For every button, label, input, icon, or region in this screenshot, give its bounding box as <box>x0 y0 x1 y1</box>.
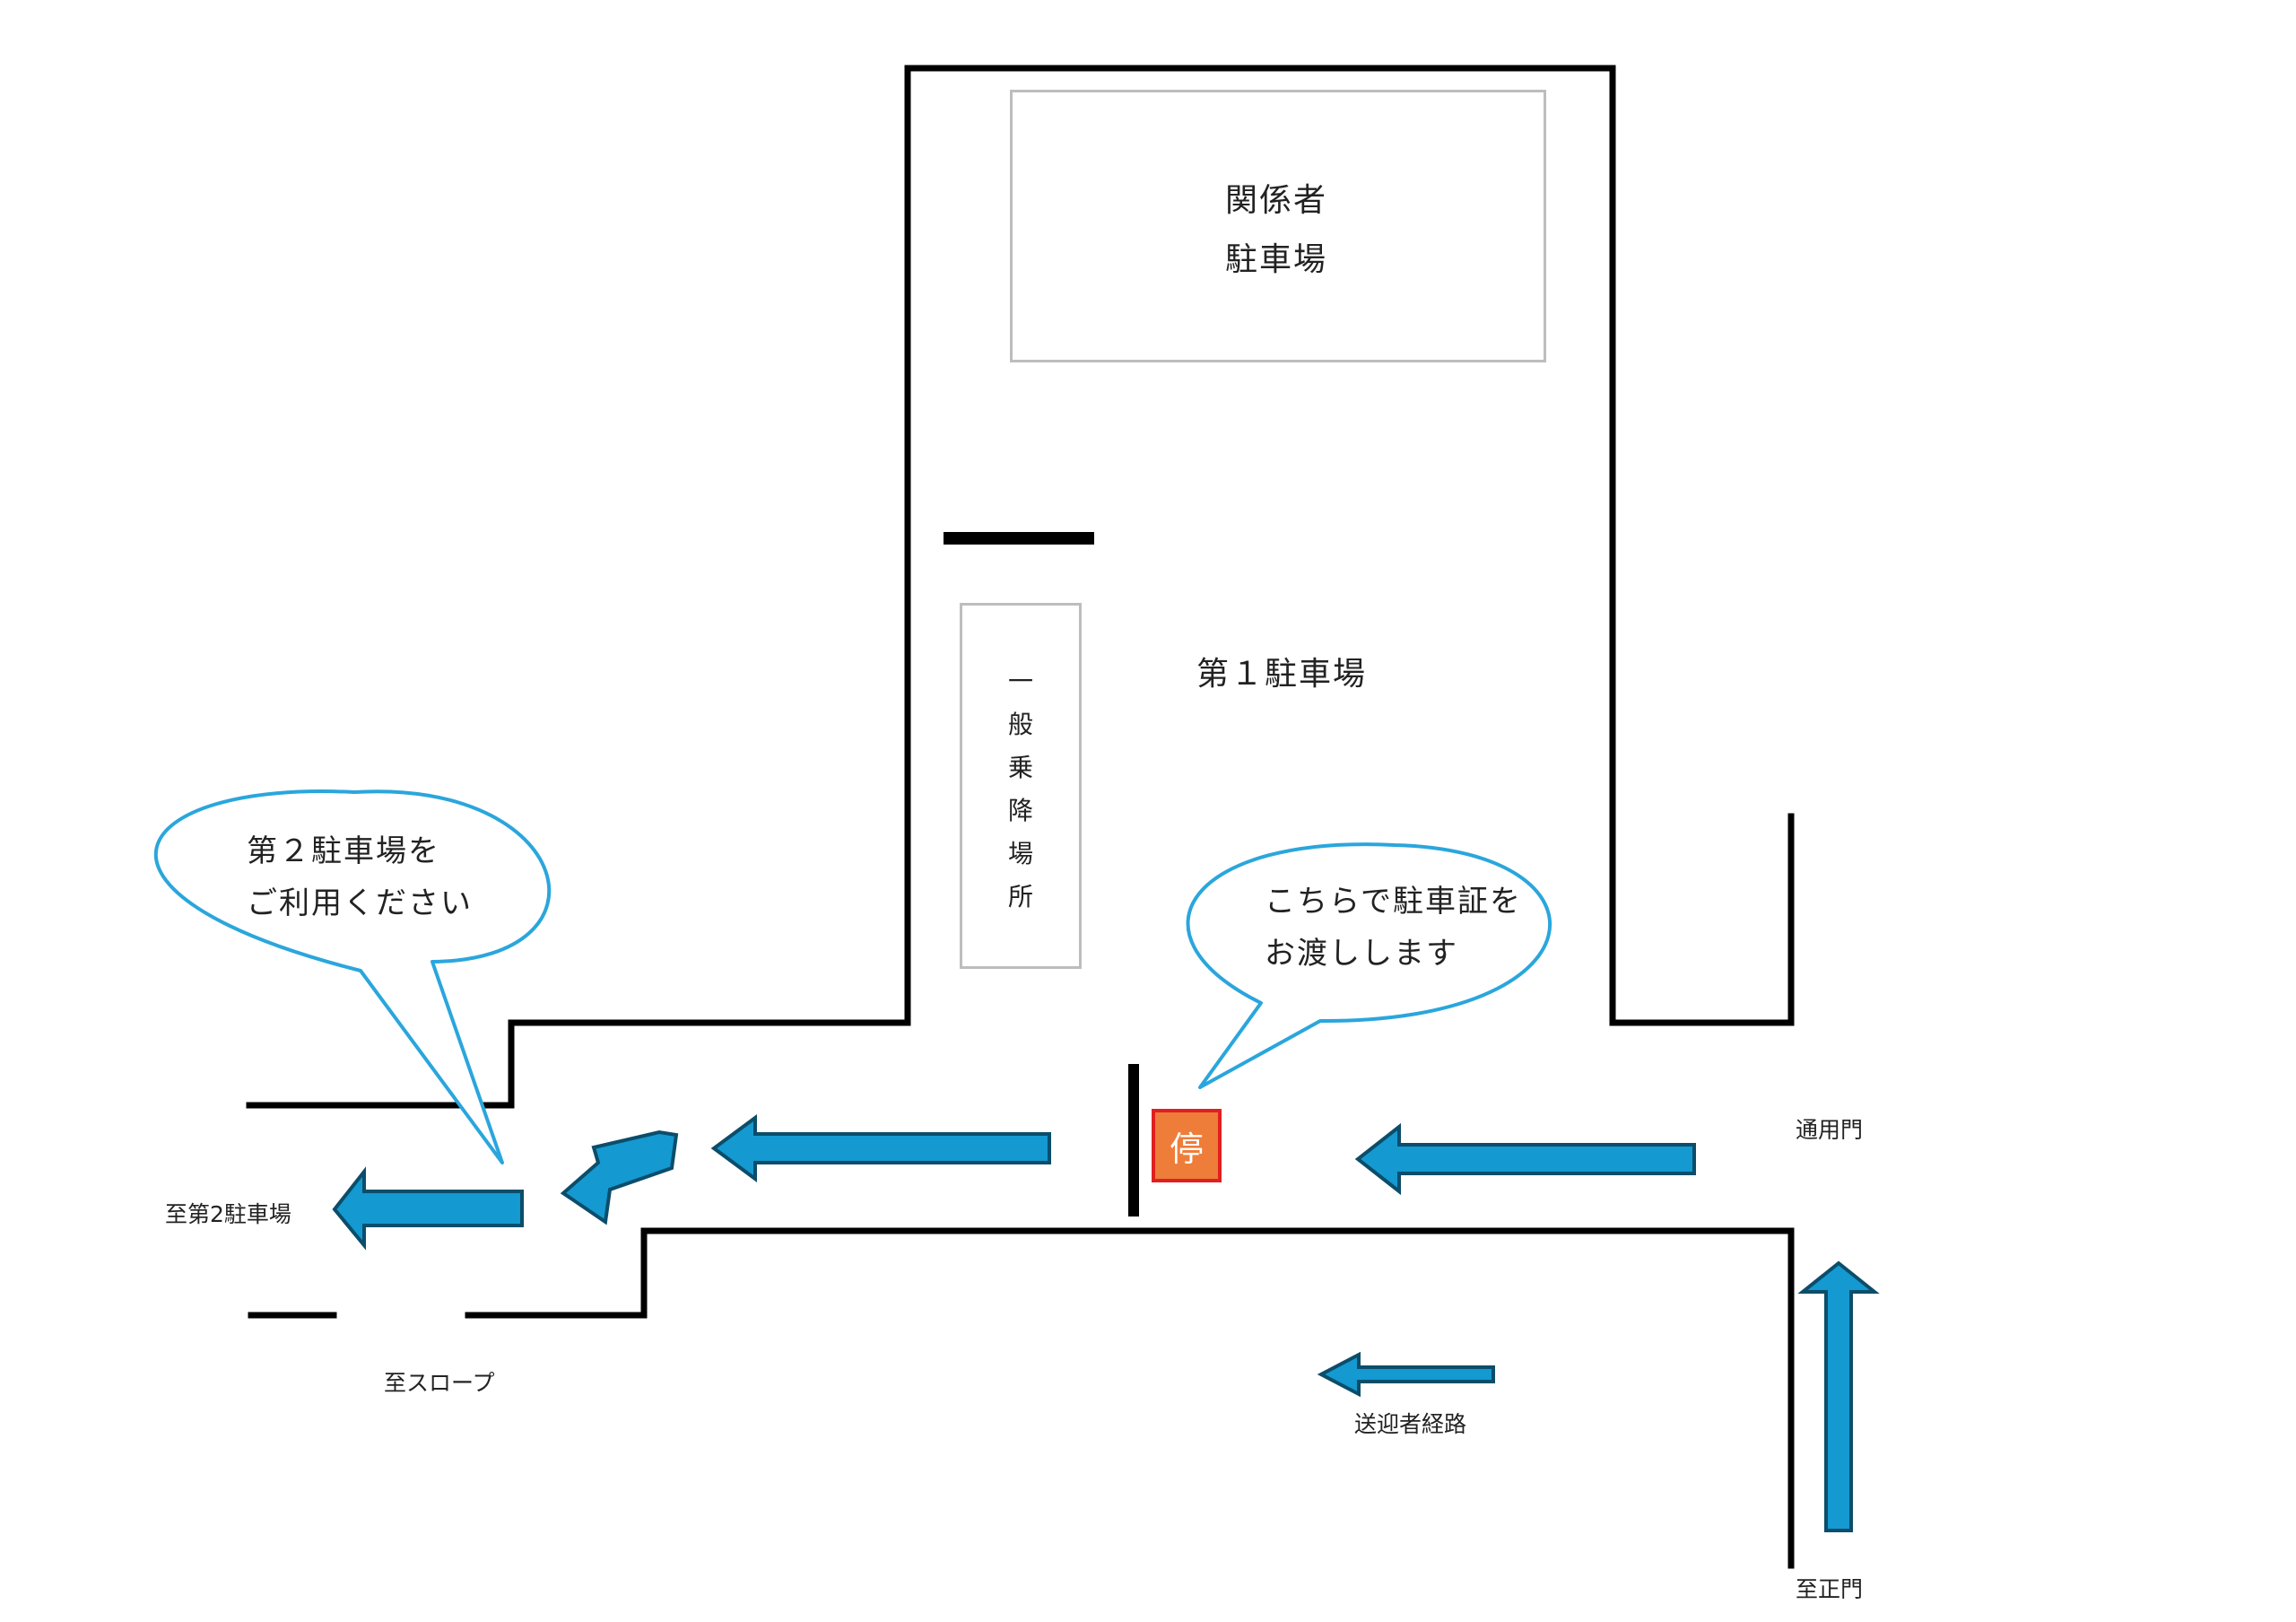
road-wall-lower <box>465 1227 1795 1569</box>
arrow-icon <box>1317 1351 1495 1398</box>
road-wall-upper-left <box>246 1019 515 1109</box>
arrow-icon <box>1797 1260 1880 1532</box>
arrow-icon <box>560 1129 679 1225</box>
staff-parking-label-line1: 関係者 <box>1225 182 1328 219</box>
arrow-icon <box>710 1114 1051 1182</box>
pickup-char: 場 <box>1007 839 1033 868</box>
bubble-left-line2: ご利用ください <box>247 885 473 921</box>
pickup-route-label: 送迎者経路 <box>1354 1411 1467 1437</box>
bubble-left-line1: 第２駐車場を <box>247 833 440 869</box>
bubble-left-text: 第２駐車場を ご利用ください <box>247 825 473 929</box>
to-lot2-label: 至第2駐車場 <box>165 1201 291 1227</box>
pickup-char: 乗 <box>1007 753 1033 782</box>
pickup-char: 所 <box>1007 882 1033 911</box>
lot1-label: 第１駐車場 <box>1196 656 1368 693</box>
to-main-gate-label: 至正門 <box>1796 1576 1864 1602</box>
building-wall-upper <box>508 65 1795 1026</box>
pickup-char: 般 <box>1007 710 1033 739</box>
bubble-right-line1: こちらで駐車証を <box>1265 884 1522 920</box>
arrow-icon <box>332 1166 524 1251</box>
speech-bubble-left <box>153 789 552 1164</box>
bubble-right-text: こちらで駐車証を お渡しします <box>1265 876 1522 980</box>
staff-parking-area <box>1010 90 1546 362</box>
pickup-char: 降 <box>1007 796 1033 825</box>
pickup-dropoff-area <box>960 603 1082 969</box>
pickup-dropoff-label: 一 般 乗 降 場 所 <box>994 660 1048 919</box>
service-gate-label: 通用門 <box>1796 1117 1864 1143</box>
stop-sign-icon: 停 <box>1152 1109 1222 1182</box>
bubble-right-line2: お渡しします <box>1265 936 1458 972</box>
speech-bubble-right <box>1186 842 1552 1089</box>
arrow-icon <box>1354 1122 1696 1196</box>
staff-parking-label-line2: 駐車場 <box>1225 241 1328 278</box>
pickup-char: 一 <box>1007 667 1033 696</box>
to-slope-label: 至スロープ <box>384 1370 495 1396</box>
